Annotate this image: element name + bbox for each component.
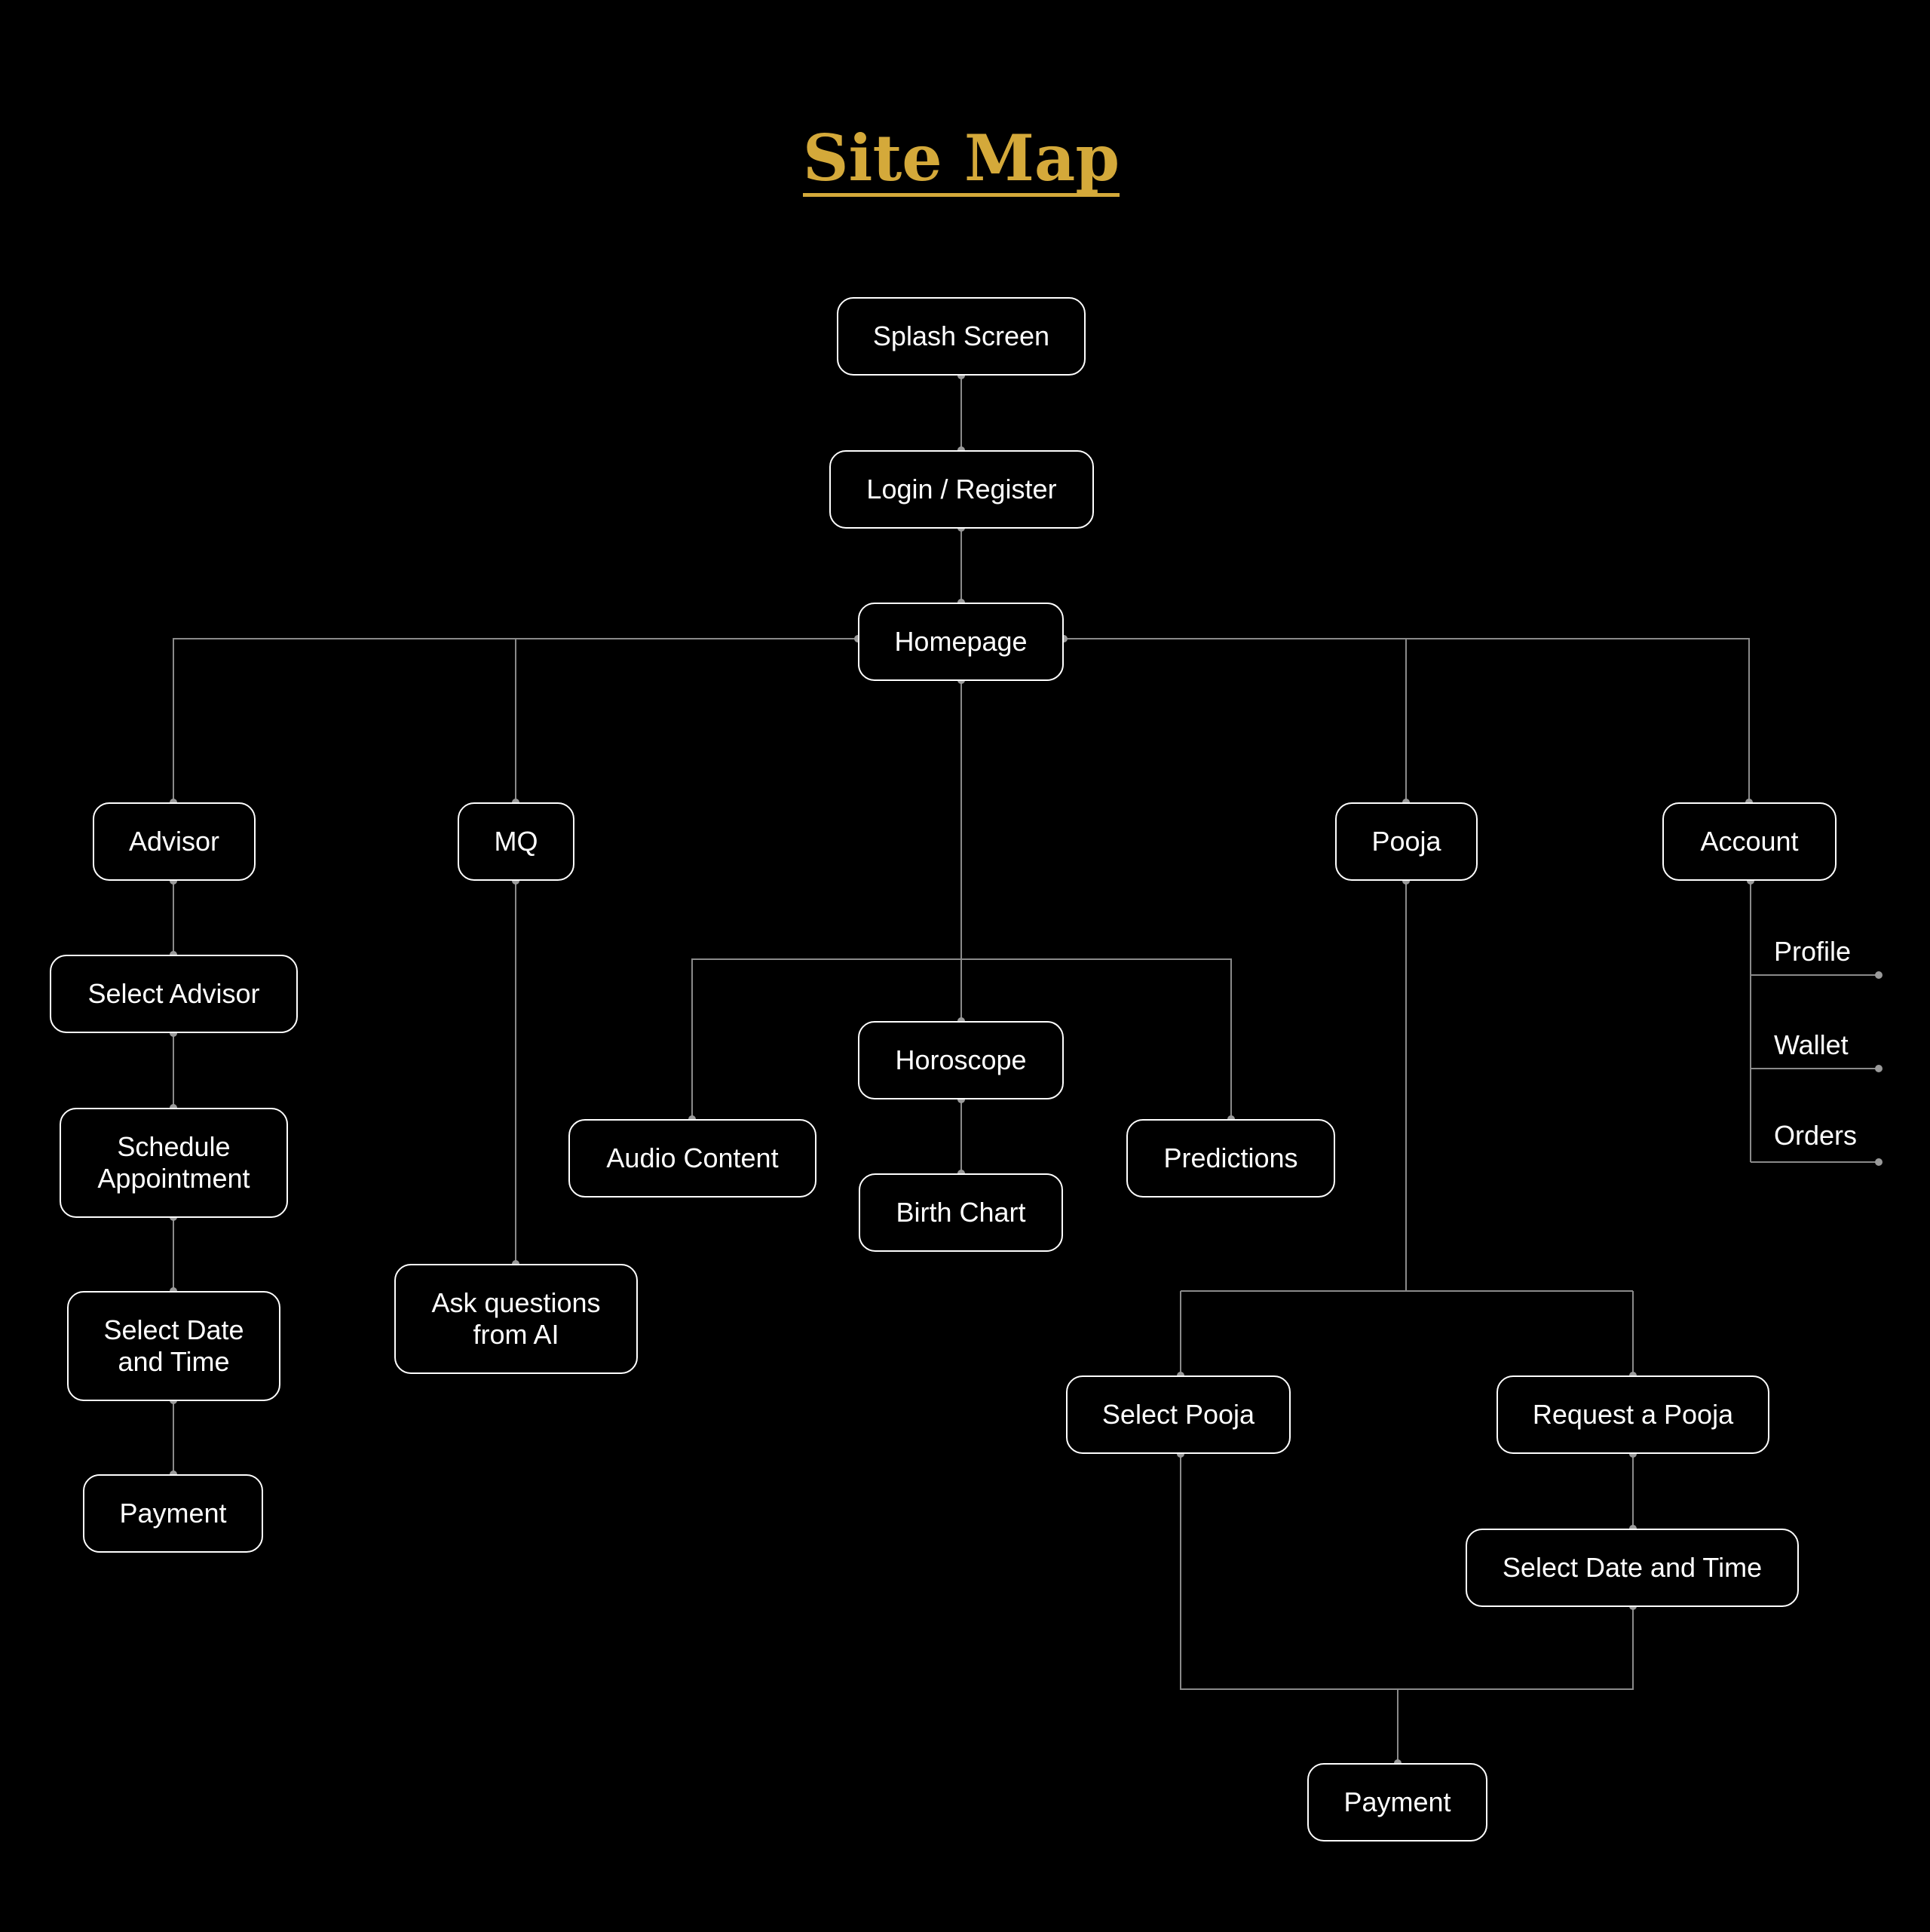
node-pooja-payment: Payment (1307, 1763, 1487, 1842)
node-pooja: Pooja (1335, 802, 1478, 881)
node-birth-chart: Birth Chart (859, 1173, 1063, 1252)
connector-homepage-bus-right (1064, 638, 1750, 802)
account-item-orders: Orders (1774, 1120, 1858, 1151)
node-account: Account (1662, 802, 1837, 881)
node-select-advisor: Select Advisor (50, 955, 298, 1033)
node-predictions: Predictions (1126, 1119, 1335, 1198)
connector-homepage-bus-left (173, 638, 858, 802)
node-request-pooja: Request a Pooja (1497, 1375, 1769, 1454)
connector-account-items (1750, 881, 1879, 1163)
account-item-profile: Profile (1774, 936, 1852, 967)
connector-pooja-branch (1180, 881, 1634, 1375)
node-advisor: Advisor (93, 802, 256, 881)
account-item-wallet: Wallet (1774, 1029, 1849, 1060)
diagram-title-text: Site Map (802, 121, 1120, 197)
node-audio-content: Audio Content (568, 1119, 816, 1198)
node-homepage: Homepage (858, 603, 1064, 681)
node-horoscope: Horoscope (858, 1021, 1064, 1099)
node-ask-questions-ai: Ask questions from AI (394, 1264, 638, 1374)
node-splash-screen: Splash Screen (837, 297, 1086, 376)
node-pooja-select-date-time: Select Date and Time (1466, 1529, 1799, 1607)
node-select-pooja: Select Pooja (1066, 1375, 1291, 1454)
connector-content-branch (691, 958, 1232, 1119)
node-login-register: Login / Register (829, 450, 1094, 529)
node-advisor-select-date-time: Select Date and Time (67, 1291, 280, 1401)
node-mq: MQ (458, 802, 574, 881)
node-advisor-payment: Payment (83, 1474, 263, 1553)
diagram-title: Site Map (0, 127, 1922, 197)
connector-pooja-payment (1180, 1454, 1634, 1763)
node-schedule-appointment: Schedule Appointment (60, 1108, 288, 1218)
